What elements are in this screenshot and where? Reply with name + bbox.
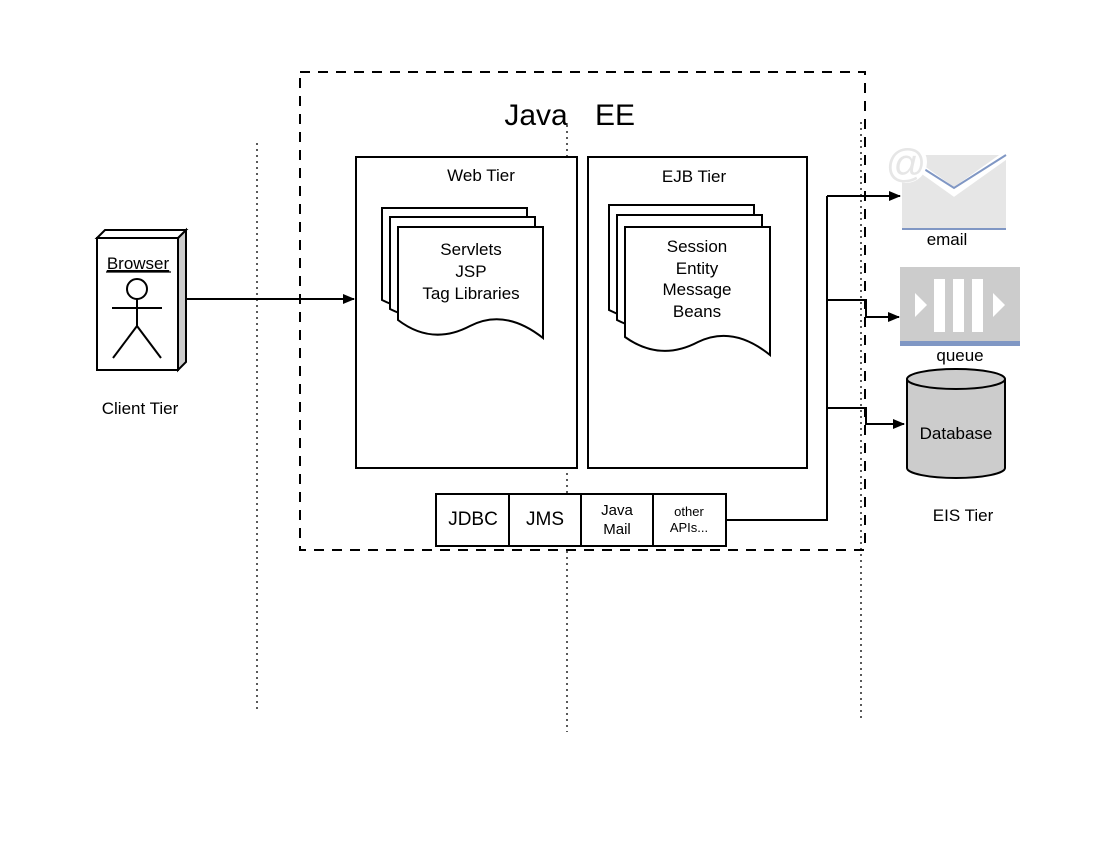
queue-icon <box>900 267 1020 346</box>
ejb-component-beans: Beans <box>673 302 721 321</box>
api-java-mail-label-line1: Java <box>601 502 633 519</box>
api-jms-label: JMS <box>526 509 564 530</box>
email-icon: @ <box>885 141 1009 230</box>
api-jdbc-box <box>435 493 510 547</box>
web-components-document-stack <box>381 207 544 341</box>
java-ee-title-ee: EE <box>595 99 635 132</box>
api-strip <box>435 493 727 547</box>
browser-label: Browser <box>107 254 170 273</box>
user-actor-icon <box>112 278 162 359</box>
api-other-label-line1: other <box>674 504 704 519</box>
ejb-components-document-stack <box>608 204 771 358</box>
queue-label: queue <box>936 346 983 365</box>
email-label: email <box>927 230 968 249</box>
ejb-tier-label: EJB Tier <box>662 167 727 186</box>
api-to-eis-trunk <box>726 196 828 521</box>
api-jms-box <box>508 493 582 547</box>
client-tier-label: Client Tier <box>102 399 179 418</box>
ejb-component-entity: Entity <box>676 259 719 278</box>
connector-to-queue <box>827 299 900 322</box>
database-label: Database <box>920 424 993 443</box>
api-java-mail-label-line2: Mail <box>603 521 631 538</box>
eis-tier-label: EIS Tier <box>933 506 994 525</box>
java-ee-title-java: Java <box>504 99 568 132</box>
at-sign-glyph: @ <box>886 142 927 186</box>
api-other-box <box>652 493 727 547</box>
web-component-jsp: JSP <box>455 262 486 281</box>
ejb-component-session: Session <box>667 237 727 256</box>
api-jdbc-label: JDBC <box>448 509 498 530</box>
web-tier-label: Web Tier <box>447 166 515 185</box>
ejb-component-message: Message <box>663 280 732 299</box>
web-component-tag-libraries: Tag Libraries <box>422 284 519 303</box>
web-component-servlets: Servlets <box>440 240 501 259</box>
api-other-label-line2: APIs... <box>670 520 708 535</box>
database-icon <box>906 368 1006 479</box>
connector-to-database <box>827 407 905 429</box>
browser-node: Browser <box>94 227 189 373</box>
api-java-mail-box <box>580 493 654 547</box>
